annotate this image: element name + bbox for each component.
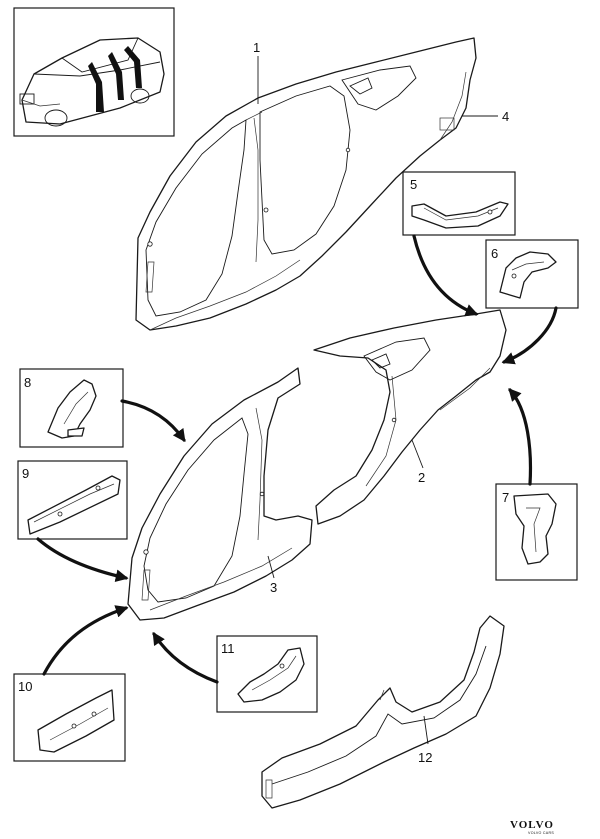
part-3-front-body-side [127,367,313,621]
part-number-2: 2 [418,470,425,485]
callout-box-9 [17,460,128,540]
leader-lines [257,56,498,745]
part-number-8: 8 [24,375,31,390]
brand-tagline: VOLVO CARS [528,831,554,835]
part-number-1: 1 [253,40,260,55]
volvo-logo: VOLVO VOLVO CARS [510,819,554,835]
callout-box-6 [485,239,579,309]
part-number-12: 12 [418,750,432,765]
part-number-6: 6 [491,246,498,261]
part-number-11: 11 [221,641,235,656]
callout-box-10 [13,673,126,762]
part-2-rear-quarter-panel [313,309,507,525]
part-number-5: 5 [410,177,417,192]
callout-box-7 [495,483,578,581]
brand-name: VOLVO [510,819,554,831]
callout-box-11 [216,635,318,713]
part-1-body-side-complete [135,37,477,331]
car-overview-thumbnail [13,7,175,137]
part-12-sill-rocker [261,615,505,809]
callout-box-5 [402,171,516,236]
part-number-4: 4 [502,109,509,124]
assembly-arrows [36,234,558,684]
part-number-3: 3 [270,580,277,595]
callout-box-8 [19,368,124,448]
part-number-9: 9 [22,466,29,481]
part-number-10: 10 [18,679,32,694]
part-number-7: 7 [502,490,509,505]
